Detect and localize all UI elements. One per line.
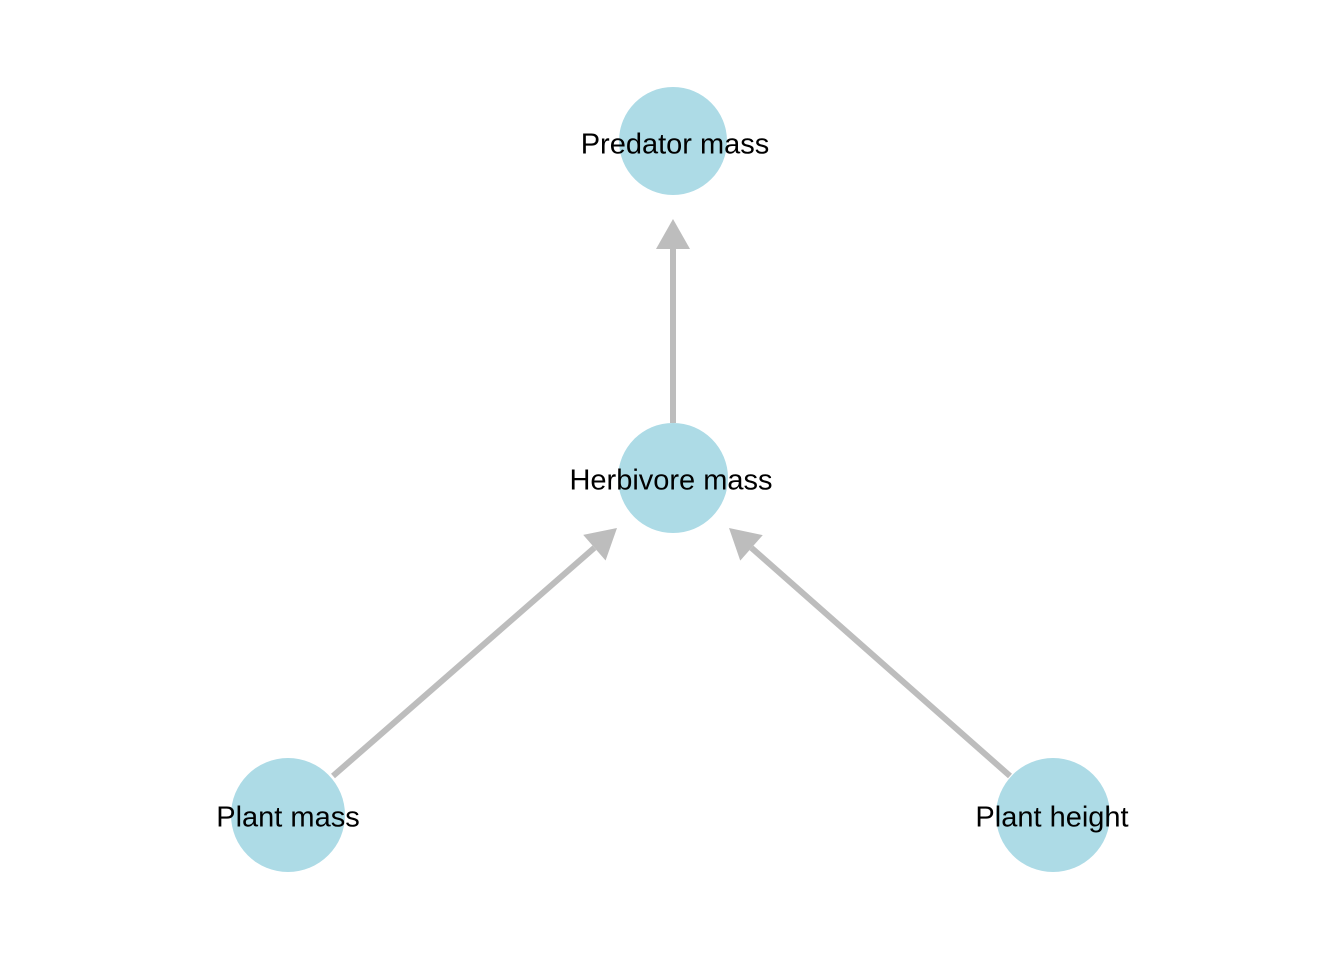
edges-layer bbox=[331, 219, 1012, 779]
node-circle-herbivore-mass[interactable] bbox=[618, 423, 728, 533]
arrowhead-icon bbox=[656, 219, 690, 249]
node-label-plant-height: Plant height bbox=[975, 802, 1128, 834]
node-label-herbivore-mass: Herbivore mass bbox=[569, 465, 772, 497]
node-label-plant-mass: Plant mass bbox=[216, 802, 359, 834]
node-circle-plant-mass[interactable] bbox=[231, 758, 345, 872]
arrowhead-icon bbox=[583, 528, 617, 561]
node-circle-predator-mass[interactable] bbox=[619, 87, 727, 195]
nodes-layer bbox=[231, 87, 1110, 872]
node-circle-plant-height[interactable] bbox=[996, 758, 1110, 872]
edge-plantheight-to-herbivore bbox=[729, 528, 1012, 779]
edge-line bbox=[331, 545, 597, 779]
edge-line bbox=[749, 545, 1012, 779]
edge-plantmass-to-herbivore bbox=[331, 528, 617, 779]
node-label-predator-mass: Predator mass bbox=[581, 129, 770, 161]
arrowhead-icon bbox=[729, 528, 763, 561]
edge-herbivore-to-predator bbox=[656, 219, 690, 423]
